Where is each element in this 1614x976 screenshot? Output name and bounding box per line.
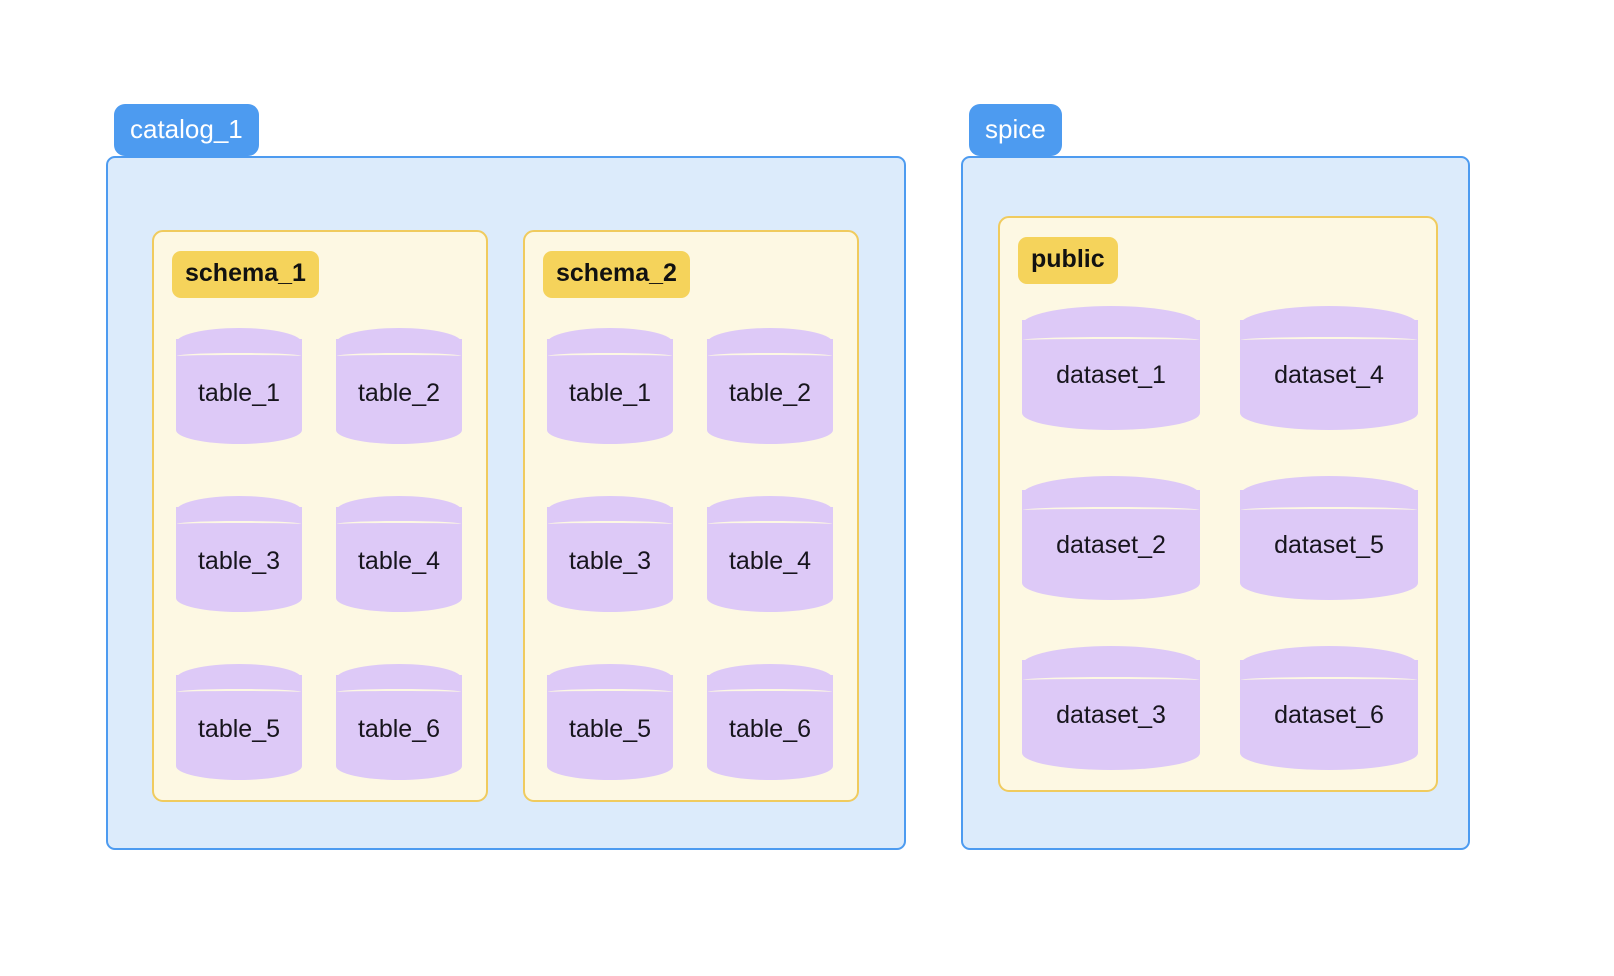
cylinder-dataset_5[interactable]: dataset_5 [1240, 476, 1418, 600]
cylinder-label: table_3 [197, 546, 281, 575]
table-grid-schema_2: table_1 table_2 table_3 [547, 328, 839, 784]
cylinder-shape [176, 328, 302, 444]
container-spice: spice public dataset_1 [961, 104, 1470, 850]
container-badge-spice[interactable]: spice [969, 104, 1062, 156]
cylinder-label: dataset_3 [1056, 700, 1166, 729]
cylinder-shape [1240, 306, 1418, 430]
cylinder-label: table_2 [728, 378, 812, 407]
cylinder-dataset_2[interactable]: dataset_2 [1022, 476, 1200, 600]
cylinder-table_1[interactable]: table_1 [547, 328, 673, 444]
container-box-spice: public dataset_1 dataset_4 [961, 156, 1470, 850]
cylinder-label: table_5 [568, 714, 652, 743]
cylinder-label: table_4 [357, 546, 441, 575]
cylinder-dataset_1[interactable]: dataset_1 [1022, 306, 1200, 430]
cylinder-label: table_1 [197, 378, 281, 407]
cylinder-label: dataset_6 [1274, 700, 1384, 729]
cylinder-label: dataset_1 [1056, 360, 1166, 389]
schema-panel-schema_2: schema_2 table_1 table_2 [523, 230, 859, 802]
cylinder-dataset_6[interactable]: dataset_6 [1240, 646, 1418, 770]
cylinder-label: table_6 [728, 714, 812, 743]
cylinder-shape [707, 328, 833, 444]
schema-panel-public: public dataset_1 dataset_4 [998, 216, 1438, 792]
cylinder-label: dataset_4 [1274, 360, 1384, 389]
cylinder-table_5[interactable]: table_5 [547, 664, 673, 780]
cylinder-shape [1240, 646, 1418, 770]
cylinder-shape [176, 664, 302, 780]
cylinder-table_6[interactable]: table_6 [336, 664, 462, 780]
cylinder-shape [547, 496, 673, 612]
cylinder-table_1[interactable]: table_1 [176, 328, 302, 444]
cylinder-label: table_1 [568, 378, 652, 407]
cylinder-shape [547, 664, 673, 780]
schema-badge-public[interactable]: public [1018, 237, 1118, 284]
schema-badge-schema_2[interactable]: schema_2 [543, 251, 690, 298]
cylinder-shape [336, 496, 462, 612]
cylinder-dataset_3[interactable]: dataset_3 [1022, 646, 1200, 770]
cylinder-label: table_4 [728, 546, 812, 575]
cylinder-label: table_6 [357, 714, 441, 743]
cylinder-shape [707, 664, 833, 780]
dataset-grid-public: dataset_1 dataset_4 dataset_2 [1022, 306, 1418, 770]
cylinder-shape [1022, 306, 1200, 430]
schema-badge-schema_1[interactable]: schema_1 [172, 251, 319, 298]
cylinder-label: table_2 [357, 378, 441, 407]
table-grid-schema_1: table_1 table_2 table_3 [176, 328, 468, 784]
cylinder-table_4[interactable]: table_4 [336, 496, 462, 612]
cylinder-shape [547, 328, 673, 444]
cylinder-label: dataset_2 [1056, 530, 1166, 559]
cylinder-table_2[interactable]: table_2 [336, 328, 462, 444]
cylinder-table_6[interactable]: table_6 [707, 664, 833, 780]
cylinder-table_3[interactable]: table_3 [176, 496, 302, 612]
cylinder-shape [707, 496, 833, 612]
cylinder-shape [336, 664, 462, 780]
container-catalog_1: catalog_1 schema_1 table_1 [106, 104, 906, 850]
schema-panel-schema_1: schema_1 table_1 table_2 [152, 230, 488, 802]
cylinder-table_2[interactable]: table_2 [707, 328, 833, 444]
container-badge-catalog_1[interactable]: catalog_1 [114, 104, 259, 156]
cylinder-table_5[interactable]: table_5 [176, 664, 302, 780]
cylinder-shape [176, 496, 302, 612]
cylinder-shape [1022, 646, 1200, 770]
cylinder-dataset_4[interactable]: dataset_4 [1240, 306, 1418, 430]
container-box-catalog_1: schema_1 table_1 table_2 [106, 156, 906, 850]
cylinder-shape [336, 328, 462, 444]
cylinder-shape [1022, 476, 1200, 600]
cylinder-label: table_5 [197, 714, 281, 743]
cylinder-label: dataset_5 [1274, 530, 1384, 559]
cylinder-shape [1240, 476, 1418, 600]
cylinder-label: table_3 [568, 546, 652, 575]
cylinder-table_4[interactable]: table_4 [707, 496, 833, 612]
cylinder-table_3[interactable]: table_3 [547, 496, 673, 612]
